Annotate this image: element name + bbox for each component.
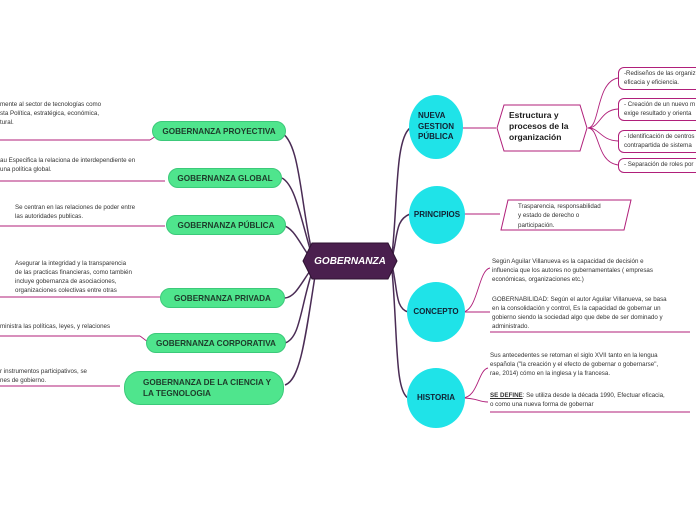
- node-label-line2: GESTION: [417, 121, 454, 131]
- node-label: GOBERNANZA PROYECTIVA: [162, 126, 276, 136]
- text-line: Asegurar la integridad y la transparenci…: [15, 260, 127, 267]
- node-label: GOBERNANZA GLOBAL: [177, 173, 273, 183]
- text-line: r instrumentos participativos, se: [0, 368, 88, 375]
- node-historia[interactable]: HISTORIA: [407, 368, 465, 428]
- text-line: Sus antecedentes se retoman el siglo XVI…: [490, 352, 658, 359]
- concepto-text-1: Según Aguilar Villanueva es la capacidad…: [492, 258, 653, 285]
- central-topic-shape: [302, 242, 398, 280]
- text-line: administrado.: [492, 322, 530, 330]
- text-line: española ("la creación y el efecto de go…: [490, 360, 659, 368]
- node-label: PRINCIPIOS: [413, 209, 461, 219]
- central-topic[interactable]: GOBERNANZA: [302, 242, 398, 280]
- label-line: organización: [509, 132, 562, 143]
- text-line: o como una nueva forma de gobernar: [490, 400, 594, 408]
- text-line: una política global.: [0, 165, 52, 173]
- item-line: contrapartida de sistema: [624, 141, 692, 149]
- text-line: y estado de derecho o: [518, 212, 580, 220]
- text-line: rae, 2014) cómo en la inglesa y la franc…: [490, 369, 611, 377]
- historia-text-2: SE DEFINE: Se utiliza desde la década 19…: [490, 392, 665, 410]
- node-estructura-procesos[interactable]: Estructura y procesos de la organización: [496, 104, 588, 152]
- text-line: participación.: [518, 221, 555, 229]
- text-ciencia-tecnologia: r instrumentos participativos, se nes de…: [0, 368, 87, 386]
- item-line: -Rediseños de las organiz: [624, 70, 696, 77]
- node-principios[interactable]: PRINCIPIOS: [409, 186, 465, 244]
- text-proyectiva: mente al sector de tecnologías como sta …: [0, 101, 101, 128]
- se-define-label: SE DEFINE: [490, 392, 523, 399]
- item-line: - Identificación de centros: [624, 133, 695, 140]
- historia-text-1: Sus antecedentes se retoman el siglo XVI…: [490, 352, 658, 379]
- text-privada: Asegurar la integridad y la transparenci…: [15, 260, 132, 296]
- text-line: las autoridades publicas.: [15, 212, 84, 220]
- item-line: - Separación de roles por: [624, 161, 694, 168]
- node-label: HISTORIA: [416, 392, 456, 402]
- node-label-line1: NUEVA: [417, 111, 446, 121]
- node-label: GOBERNANZA CORPORATIVA: [156, 338, 276, 348]
- text-line: Trasparencia, responsabilidad: [518, 203, 601, 210]
- estructura-item[interactable]: - Identificación de centros contrapartid…: [618, 130, 696, 153]
- text-line: nes de gobierno.: [0, 376, 47, 384]
- principios-detail[interactable]: Trasparencia, responsabilidad y estado d…: [500, 199, 632, 231]
- item-line: exige resultado y orienta: [624, 109, 692, 117]
- node-label: GOBERNANZA PÚBLICA: [177, 220, 275, 230]
- estructura-item[interactable]: - Separación de roles por: [618, 158, 696, 173]
- node-gobernanza-proyectiva[interactable]: GOBERNANZA PROYECTIVA: [152, 121, 286, 141]
- node-label-line3: PÚBLICA: [417, 132, 454, 142]
- label-line: procesos de la: [509, 121, 569, 132]
- node-label-line2: LA TEGNOLOGIA: [143, 389, 211, 398]
- node-label-line1: GOBERNANZA DE LA CIENCIA Y: [143, 377, 272, 387]
- estructura-item[interactable]: -Rediseños de las organiz eficacia y efi…: [618, 67, 696, 90]
- node-gobernanza-corporativa[interactable]: GOBERNANZA CORPORATIVA: [146, 333, 286, 353]
- text-line: ministra las políticas, leyes, y relacio…: [0, 323, 111, 330]
- node-gobernanza-global[interactable]: GOBERNANZA GLOBAL: [168, 168, 282, 188]
- text-line: económicas, organizaciones etc.): [492, 275, 584, 283]
- text-line: de las practicas financieras, como tambi…: [15, 268, 132, 276]
- text-line: organizaciones colectivas entre otras: [15, 286, 117, 294]
- text-line: en la consolidación y control, Es la cap…: [492, 304, 661, 312]
- item-line: eficacia y eficiencia.: [624, 78, 680, 86]
- text-line: influencia que los autores no gubernamen…: [492, 266, 653, 274]
- text-line: Según Aguilar Villanueva es la capacidad…: [492, 258, 644, 265]
- hexagon-shape: [496, 104, 588, 152]
- text-line: tural.: [0, 118, 14, 126]
- node-gobernanza-ciencia-tecnologia[interactable]: GOBERNANZA DE LA CIENCIA Y LA TEGNOLOGIA: [124, 371, 284, 405]
- text-line: incluye gobernanza de asociaciones,: [15, 277, 117, 285]
- text-publica: Se centran en las relaciones de poder en…: [15, 204, 135, 222]
- text-global: au Especifica la relaciona de interdepen…: [0, 157, 135, 175]
- text-line: mente al sector de tecnologías como: [0, 101, 102, 108]
- node-label: CONCEPTO: [413, 306, 459, 316]
- node-gobernanza-publica[interactable]: GOBERNANZA PÚBLICA: [166, 215, 286, 235]
- node-label: GOBERNANZA PRIVADA: [174, 293, 271, 303]
- node-gobernanza-privada[interactable]: GOBERNANZA PRIVADA: [160, 288, 285, 308]
- text-line: gobierno siendo la sociedad algo que deb…: [492, 313, 663, 321]
- text-line: sta Política, estratégica, económica,: [0, 109, 100, 117]
- node-concepto[interactable]: CONCEPTO: [407, 282, 465, 342]
- item-line: - Creación de un nuevo m: [624, 101, 696, 108]
- label-line: Estructura y: [509, 110, 559, 120]
- central-topic-label: GOBERNANZA: [314, 255, 386, 267]
- node-label: Estructura y procesos de la organización: [509, 110, 569, 143]
- text-line: au Especifica la relaciona de interdepen…: [0, 157, 136, 164]
- parallelogram-shape: [500, 199, 632, 231]
- text-line: SE DEFINE: Se utiliza desde la década 19…: [490, 392, 665, 401]
- text-line: Se centran en las relaciones de poder en…: [15, 204, 136, 211]
- text-line: GOBERNABILIDAD: Según el autor Aguilar V…: [492, 296, 667, 303]
- principios-text: Trasparencia, responsabilidad y estado d…: [518, 202, 601, 230]
- estructura-item[interactable]: - Creación de un nuevo m exige resultado…: [618, 98, 696, 121]
- node-nueva-gestion-publica[interactable]: NUEVA GESTION PÚBLICA: [409, 95, 463, 159]
- text-corporativa: ministra las políticas, leyes, y relacio…: [0, 323, 110, 332]
- concepto-text-2: GOBERNABILIDAD: Según el autor Aguilar V…: [492, 296, 667, 332]
- se-define-rest: : Se utiliza desde la década 1990, Efect…: [522, 392, 665, 399]
